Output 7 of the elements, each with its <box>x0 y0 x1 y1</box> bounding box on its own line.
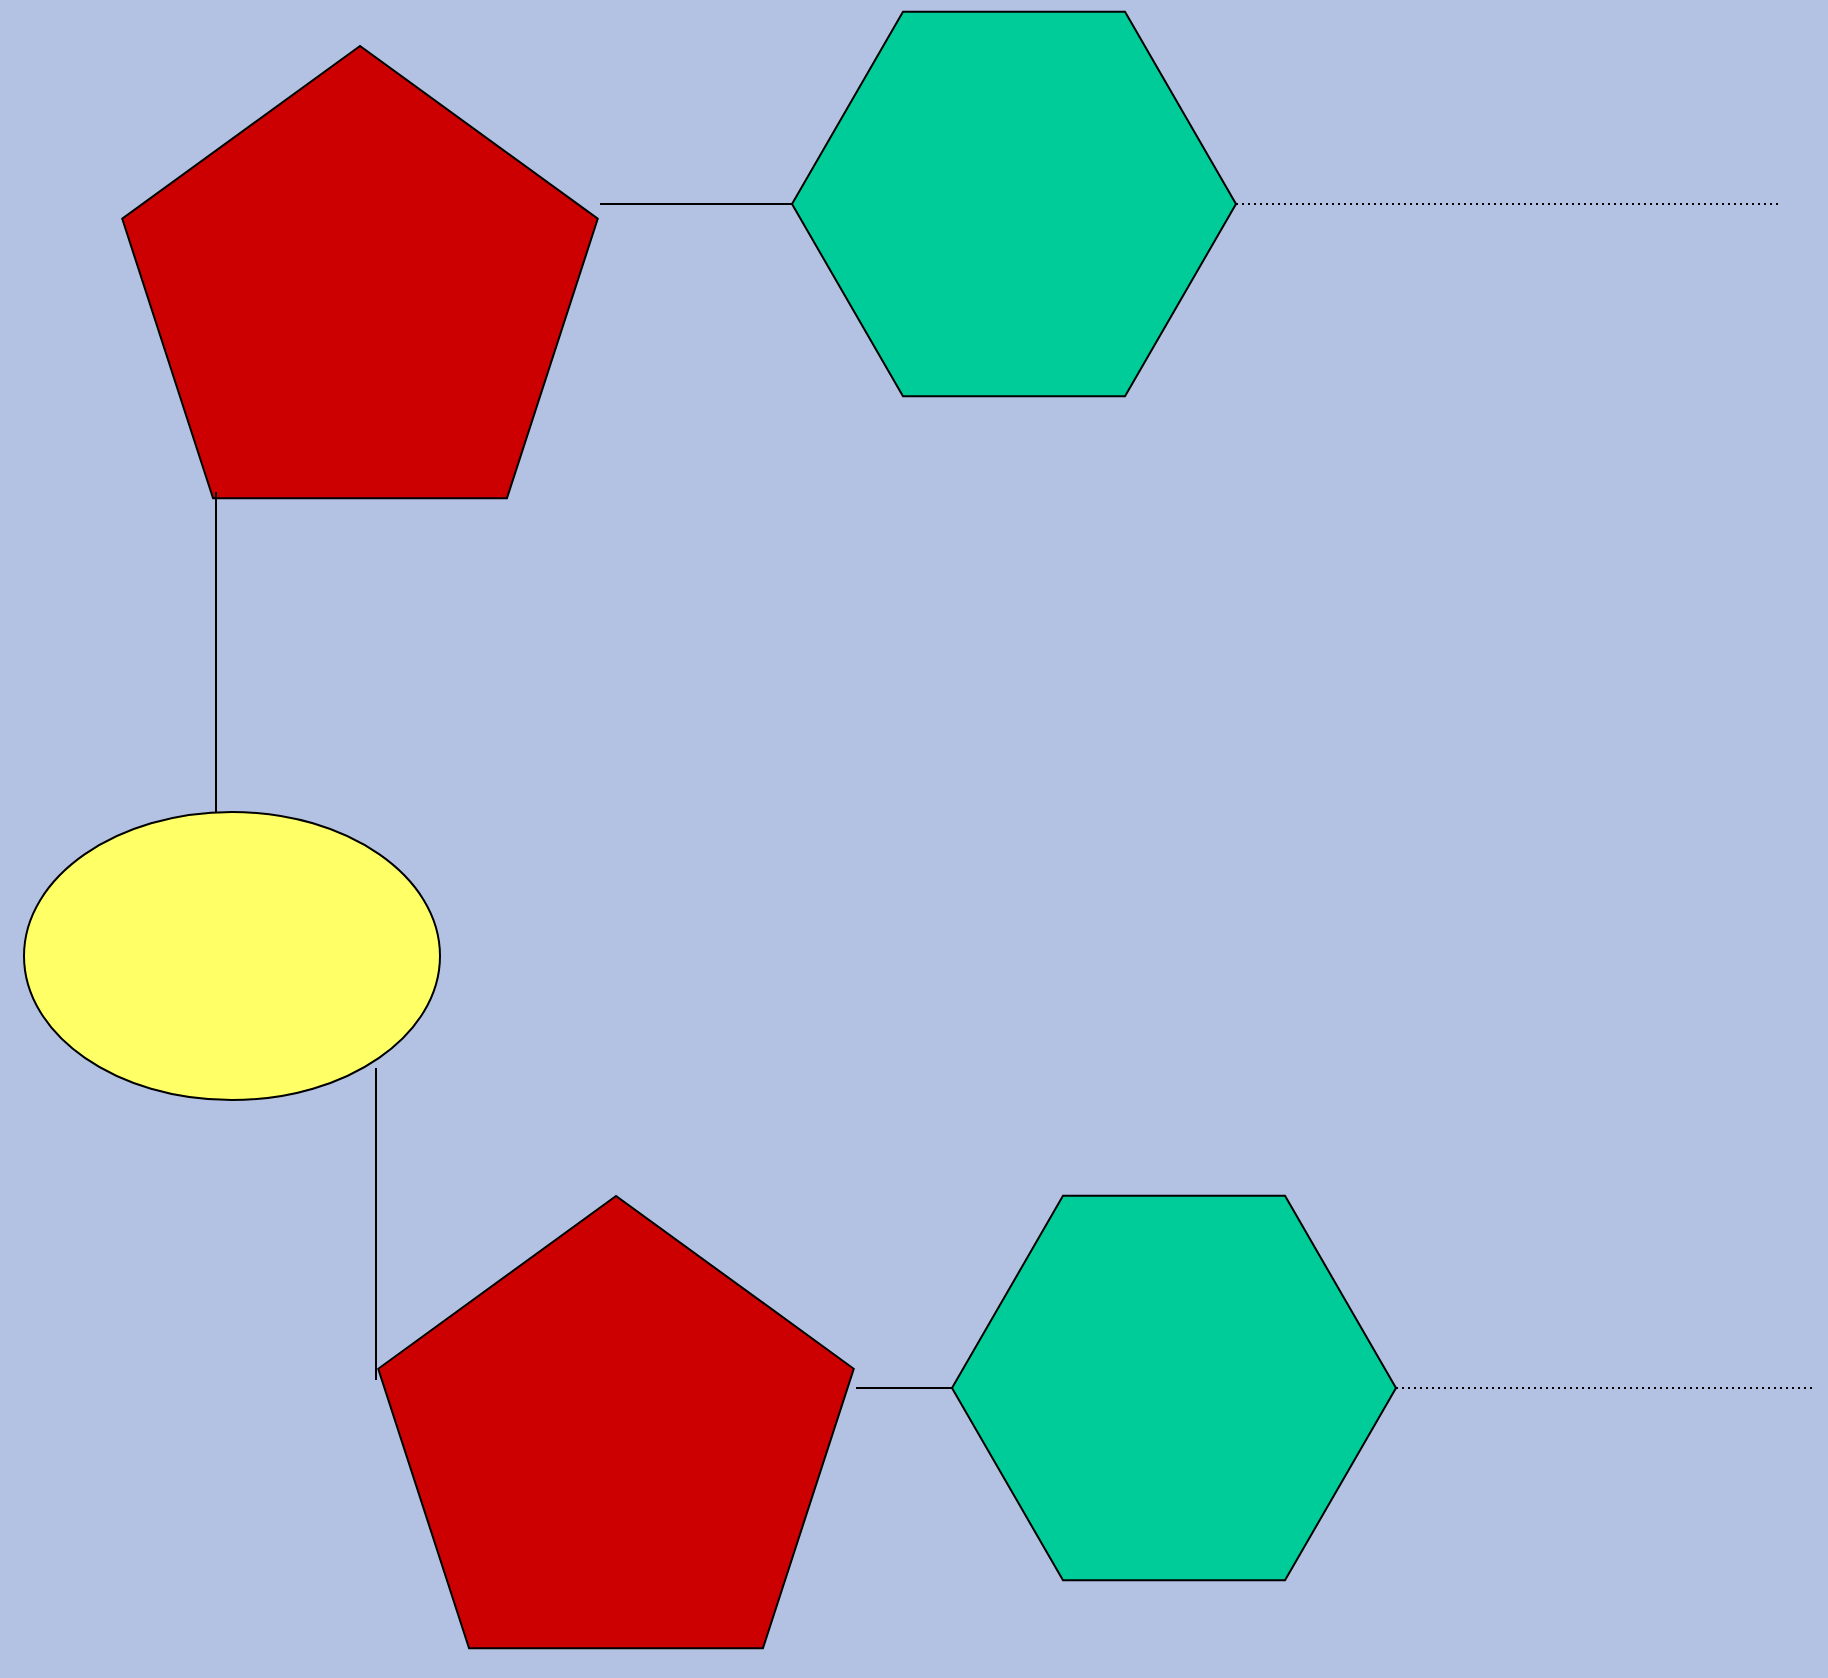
connector-line <box>375 1067 377 1381</box>
connector-line <box>215 491 217 813</box>
connector-line <box>599 203 793 205</box>
connector-line <box>855 1387 953 1389</box>
dotted-line <box>1395 1387 1813 1389</box>
phosphate-ellipse <box>23 811 441 1101</box>
dotted-line <box>1235 203 1781 205</box>
